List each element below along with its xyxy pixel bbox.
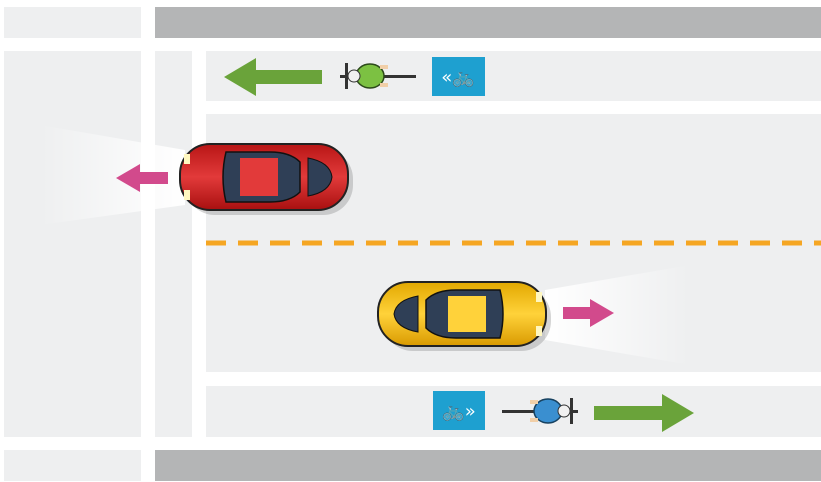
left-car-arrow bbox=[116, 164, 168, 192]
top-cyclist-arrow bbox=[224, 58, 322, 96]
bottom-cyclist-arrow bbox=[594, 394, 694, 432]
yellow-car-icon bbox=[377, 281, 551, 351]
right-car-arrow bbox=[563, 299, 614, 327]
svg-text:«🚲: «🚲 bbox=[441, 67, 474, 88]
sidewalk-left bbox=[4, 51, 141, 437]
crosswalk-strip bbox=[155, 51, 192, 437]
cyclist-icon bbox=[502, 398, 578, 424]
red-car-icon bbox=[179, 143, 353, 215]
bottom-road bbox=[155, 450, 821, 481]
cyclist-icon bbox=[340, 63, 416, 89]
svg-text:🚲»: 🚲» bbox=[442, 401, 475, 422]
bike-lane-sign-right-icon: 🚲» bbox=[433, 391, 485, 430]
top-road bbox=[155, 7, 821, 38]
bottom-road-left bbox=[4, 450, 141, 481]
bike-lane-sign-left-icon: «🚲 bbox=[432, 57, 485, 96]
left-car-headlight-beam bbox=[40, 125, 185, 225]
right-car-headlight-beam bbox=[545, 265, 690, 365]
top-road-left bbox=[4, 7, 141, 38]
